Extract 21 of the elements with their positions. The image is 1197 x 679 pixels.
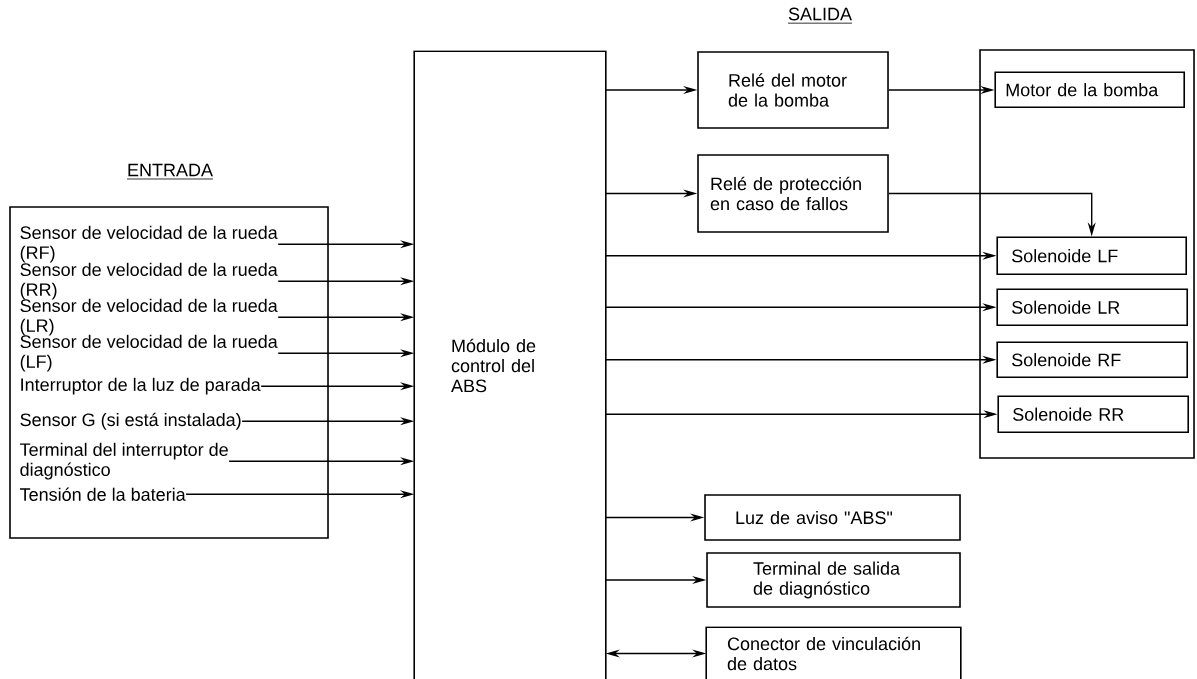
input-label: Tensión de la bateria [20, 487, 186, 501]
process-box: Luz de aviso "ABS" [704, 494, 961, 541]
process-box: Conector de vinculación de datos [705, 626, 962, 679]
process-box: Solenoide LF [996, 236, 1187, 275]
process-box: Motor de la bomba [994, 71, 1185, 108]
input-panel [9, 206, 329, 539]
input-label: Sensor de velocidad de la rueda (LF) [20, 334, 278, 372]
process-box: Relé del motor de la bomba [697, 51, 889, 129]
input-label: Terminal del interruptor de diagnóstico [20, 442, 228, 480]
process-box: Relé de protección en caso de fallos [697, 154, 889, 233]
control-module-box: Módulo de control del ABS [413, 50, 607, 679]
process-box: Solenoide RR [997, 395, 1189, 433]
process-box: Solenoide LR [996, 288, 1188, 326]
process-box: Solenoide RF [996, 341, 1188, 378]
section-heading: SALIDA [787, 7, 853, 24]
actuator-group-box [979, 49, 1195, 459]
process-box: Terminal de salida de diagnóstico [706, 552, 961, 608]
input-label: Sensor de velocidad de la rueda (RF) [20, 225, 278, 263]
section-heading: ENTRADA [126, 163, 214, 180]
input-label: Sensor G (si está instalada) [20, 412, 241, 430]
input-label: Interruptor de la luz de parada [21, 377, 261, 395]
